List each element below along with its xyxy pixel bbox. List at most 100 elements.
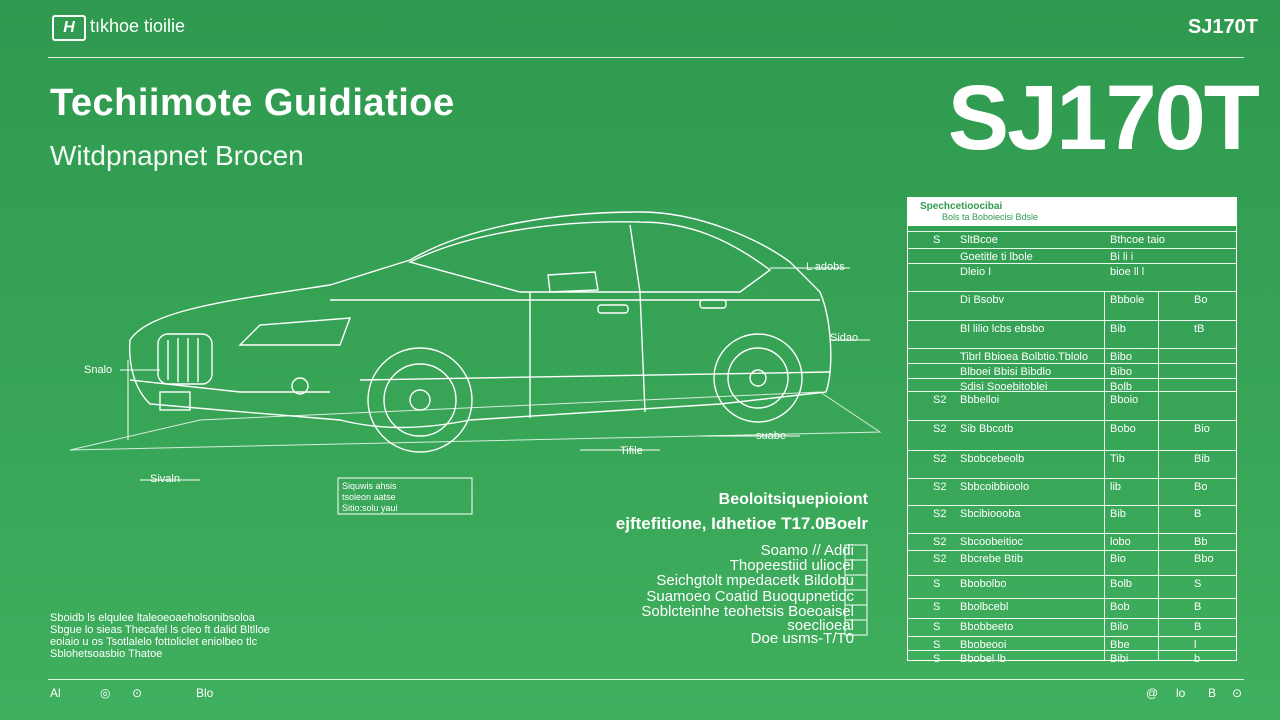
table-cell: S bbox=[933, 234, 941, 246]
table-cell: lib bbox=[1110, 481, 1122, 493]
footer-label: Al bbox=[50, 686, 61, 700]
spec-table: Spechcetioocibai Bols ta Boboiecisi Bdsl… bbox=[907, 197, 1237, 665]
table-cell: S bbox=[933, 653, 941, 665]
table-header-title: Spechcetioocibai bbox=[920, 201, 1003, 212]
table-cell: Bob bbox=[1110, 601, 1130, 613]
header-divider bbox=[48, 57, 1244, 58]
table-cell: Bib bbox=[1194, 453, 1210, 465]
table-cell: Sdisi Sooebitoblei bbox=[960, 381, 1048, 393]
footer-icon[interactable]: @ bbox=[1146, 686, 1159, 700]
table-cell: Bo bbox=[1194, 481, 1208, 493]
table-cell: Bbobeooi bbox=[960, 639, 1007, 651]
table-row: S SltBcoe Bthcoe taio bbox=[908, 231, 1236, 246]
footer-label: B bbox=[1208, 686, 1217, 700]
spec-table-header: Spechcetioocibai Bols ta Boboiecisi Bdsl… bbox=[908, 198, 1236, 226]
footer-divider bbox=[48, 679, 1244, 680]
table-cell: Bbobel lb bbox=[960, 653, 1006, 665]
table-cell: bioe ll l bbox=[1110, 266, 1145, 278]
table-cell: S bbox=[933, 578, 941, 590]
spec-box-frame bbox=[337, 477, 473, 515]
feature-line: Soamo // Addi bbox=[760, 542, 854, 559]
table-cell: Bolb bbox=[1110, 578, 1133, 590]
grille bbox=[157, 333, 213, 385]
table-cell: Bb bbox=[1194, 536, 1208, 548]
table-cell: S bbox=[933, 639, 941, 651]
table-cell: S2 bbox=[933, 453, 947, 465]
table-cell: Sbobcebeolb bbox=[960, 453, 1025, 465]
table-cell: Bl lilio lcbs ebsbo bbox=[960, 323, 1045, 335]
table-cell: Bbcrebe Btib bbox=[960, 553, 1023, 565]
table-cell: S bbox=[933, 621, 941, 633]
table-cell: S bbox=[1194, 578, 1202, 590]
corner-model-code: SJ170T bbox=[1187, 16, 1258, 38]
table-cell: S2 bbox=[933, 481, 947, 493]
table-cell: Bboio bbox=[1110, 394, 1139, 406]
note-line: Sboidb ls elqulee ltaleoeoaeholsonibsolo… bbox=[50, 612, 255, 624]
table-cell: Bthcoe taio bbox=[1110, 234, 1166, 246]
feature-heading: Beoloitsiquepioiont bbox=[718, 491, 868, 508]
feature-line: Thopeestiid uliocel bbox=[729, 557, 854, 574]
table-row: Goetitle ti lbole Bi li i bbox=[908, 248, 1236, 263]
table-cell: tB bbox=[1194, 323, 1205, 335]
table-cell: Bbolbcebl bbox=[960, 601, 1009, 613]
table-cell: Sbcoobeitioc bbox=[960, 536, 1023, 548]
table-cell: Bbo bbox=[1194, 553, 1214, 565]
feature-line: Seichgtolt mpedacetk Bildobu bbox=[656, 572, 854, 589]
table-cell: Blboei Bbisi Bibdlo bbox=[960, 366, 1052, 378]
table-cell: S bbox=[933, 601, 941, 613]
note-line: Sbgue lo sieas Thecafel ls cleo ft dalid… bbox=[50, 624, 270, 636]
brand-name: tıkhoe tioilie bbox=[90, 16, 186, 36]
footer-icon[interactable]: ◎ bbox=[100, 686, 111, 700]
spec-box-line: Sitio:solu yaui bbox=[342, 503, 398, 513]
table-cell: Sbbcoibbioolo bbox=[960, 481, 1030, 493]
table-row: S2 Sbbcoibbioolo lib Bo bbox=[908, 478, 1236, 493]
label-front-left: Snalo bbox=[84, 364, 113, 376]
table-cell: Bi li i bbox=[1110, 251, 1134, 263]
footer-label: Blo bbox=[196, 686, 214, 700]
page-title: Techiimote Guidiatioe bbox=[50, 82, 455, 124]
brand-logo: H bbox=[52, 15, 86, 41]
table-cell: Bbbole bbox=[1110, 294, 1145, 306]
rear-wheel bbox=[713, 333, 803, 423]
table-cell: Bib bbox=[1110, 508, 1126, 520]
table-cell: SltBcoe bbox=[960, 234, 998, 246]
label-rear-bottom: suabe bbox=[756, 430, 786, 442]
table-row: S2 Bbbelloi Bboio bbox=[908, 391, 1236, 406]
footer-icon[interactable]: ⊙ bbox=[1232, 686, 1243, 700]
table-row: S Bbolbcebl Bob B bbox=[908, 598, 1236, 613]
table-cell: Tibrl Bbioea Bolbtio.Tblolo bbox=[960, 351, 1088, 363]
table-cell: Bobo bbox=[1110, 423, 1136, 435]
table-cell: S2 bbox=[933, 508, 947, 520]
note-line: eoiaio u os Tsotlalelo fottoliclet eniol… bbox=[50, 636, 258, 648]
label-rear-top: Sidao bbox=[830, 332, 859, 344]
table-cell: B bbox=[1194, 621, 1202, 633]
note-line: Sblohetsoasbio Thatoe bbox=[50, 648, 163, 660]
feature-line: Soblcteinhe teohetsis Boeoaisel bbox=[641, 603, 854, 620]
table-cell: S2 bbox=[933, 394, 947, 406]
front-wheel bbox=[367, 347, 473, 453]
feature-line: Suamoeo Coatid Buoqupnetioc bbox=[646, 588, 854, 605]
footer-label: lo bbox=[1176, 686, 1186, 700]
table-cell: Dleio I bbox=[960, 266, 992, 278]
table-cell: Bbbelloi bbox=[960, 394, 1000, 406]
model-code: SJ170T bbox=[947, 67, 1260, 169]
table-cell: B bbox=[1194, 508, 1202, 520]
table-cell: B bbox=[1194, 601, 1202, 613]
table-cell: S2 bbox=[933, 536, 947, 548]
table-cell: Sib Bbcotb bbox=[960, 423, 1014, 435]
table-cell: Goetitle ti lbole bbox=[960, 251, 1033, 263]
footer-icon[interactable]: ⊙ bbox=[132, 686, 143, 700]
table-cell: S2 bbox=[933, 423, 947, 435]
table-cell: Bolb bbox=[1110, 381, 1133, 393]
label-roof: L adobs bbox=[806, 261, 845, 273]
table-row: Sdisi Sooebitoblei Bolb bbox=[908, 378, 1236, 393]
